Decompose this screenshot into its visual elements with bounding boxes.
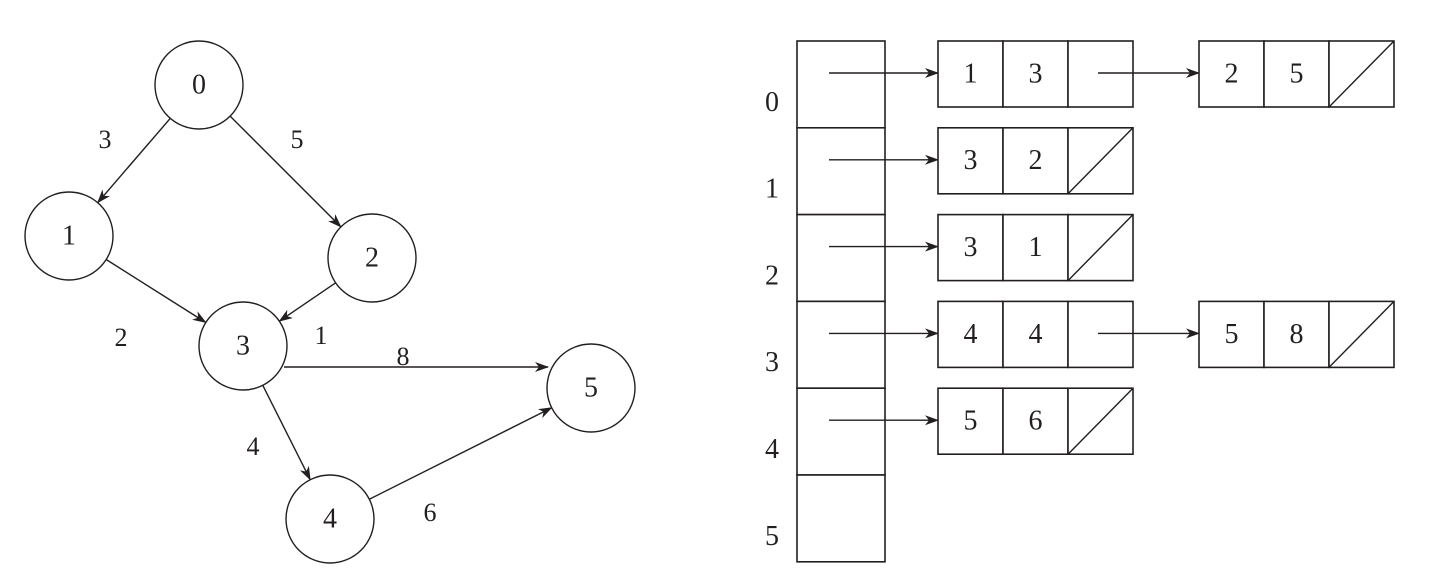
vertex-head-cell	[796, 40, 886, 129]
null-pointer-slash	[1328, 40, 1395, 108]
node-circle	[154, 40, 244, 130]
edge-weight-label: 4	[247, 432, 260, 461]
edge-weight-label: 1	[315, 321, 328, 350]
weight-cell	[1002, 127, 1069, 195]
node-circle	[546, 343, 636, 433]
weight-cell	[1263, 40, 1330, 108]
vertex-index-label: 4	[765, 434, 779, 465]
graph-edge-1-3	[105, 258, 207, 324]
node-label: 0	[192, 69, 206, 100]
vertex-index-label: 5	[765, 521, 779, 552]
next-pointer-cell	[1067, 300, 1134, 369]
edge-weight-label: 8	[397, 342, 410, 371]
node-vertex-value: 4	[964, 319, 978, 350]
node-weight-value: 5	[1290, 58, 1304, 89]
vertex-index-label: 1	[765, 174, 779, 205]
node-vertex-value: 5	[964, 406, 978, 437]
node-circle	[24, 191, 114, 281]
vertex-cell	[937, 387, 1004, 456]
node-weight-value: 1	[1029, 232, 1043, 263]
vertex-cell	[1198, 40, 1265, 108]
null-pointer-slash	[1067, 387, 1134, 455]
vertex-index-label: 0	[765, 87, 779, 118]
node-weight-value: 4	[1029, 319, 1043, 350]
edge-weight-label: 5	[291, 125, 304, 154]
vertex-cell	[937, 127, 1004, 195]
adjacency-row-5: 5	[765, 474, 886, 563]
node-weight-value: 3	[1029, 58, 1043, 89]
node-vertex-value: 1	[964, 58, 978, 89]
node-weight-value: 2	[1029, 145, 1043, 176]
graph-edge-2-3	[278, 282, 337, 322]
node-weight-value: 6	[1029, 406, 1043, 437]
graph-node-2: 2	[327, 213, 417, 303]
graph-edge-3-4	[262, 384, 311, 481]
node-circle	[285, 474, 375, 564]
edge-weight-label: 3	[99, 125, 112, 154]
graph-node-5: 5	[546, 343, 636, 433]
node-vertex-value: 2	[1225, 58, 1239, 89]
node-circle	[198, 301, 288, 391]
graph-diagram: 3 5 2 1 8 4 6 0 1 2 3 4 5	[24, 40, 636, 564]
weight-cell	[1002, 213, 1069, 282]
vertex-head-cell	[796, 127, 886, 216]
node-label: 4	[323, 503, 337, 534]
node-vertex-value: 3	[964, 232, 978, 263]
node-vertex-value: 3	[964, 145, 978, 176]
graph-node-3: 3	[198, 301, 288, 391]
node-label: 1	[62, 220, 76, 251]
node-weight-value: 8	[1290, 319, 1304, 350]
vertex-head-cell	[796, 387, 886, 476]
graph-node-0: 0	[154, 40, 244, 130]
weight-cell	[1002, 387, 1069, 456]
graph-node-1: 1	[24, 191, 114, 281]
node-label: 3	[236, 330, 250, 361]
graph-edge-4-5	[369, 407, 553, 500]
null-pointer-slash	[1067, 214, 1134, 282]
null-pointer-slash	[1067, 127, 1134, 195]
graph-edge-0-2	[229, 115, 342, 228]
vertex-head-cell	[796, 213, 886, 303]
node-circle	[327, 213, 417, 303]
weight-cell	[1263, 300, 1330, 369]
vertex-head-cell	[796, 474, 886, 563]
vertex-index-label: 3	[765, 347, 779, 378]
node-label: 5	[584, 372, 598, 403]
node-vertex-value: 5	[1225, 319, 1239, 350]
edge-weight-label: 6	[424, 498, 437, 527]
edge-weight-label: 2	[115, 323, 128, 352]
vertex-head-cell	[796, 300, 886, 389]
node-label: 2	[365, 242, 379, 273]
vertex-index-label: 2	[765, 260, 779, 291]
null-pointer-slash	[1328, 300, 1395, 368]
graph-edge-0-1	[97, 117, 171, 204]
next-pointer-cell	[1067, 40, 1134, 108]
graph-node-4: 4	[285, 474, 375, 564]
